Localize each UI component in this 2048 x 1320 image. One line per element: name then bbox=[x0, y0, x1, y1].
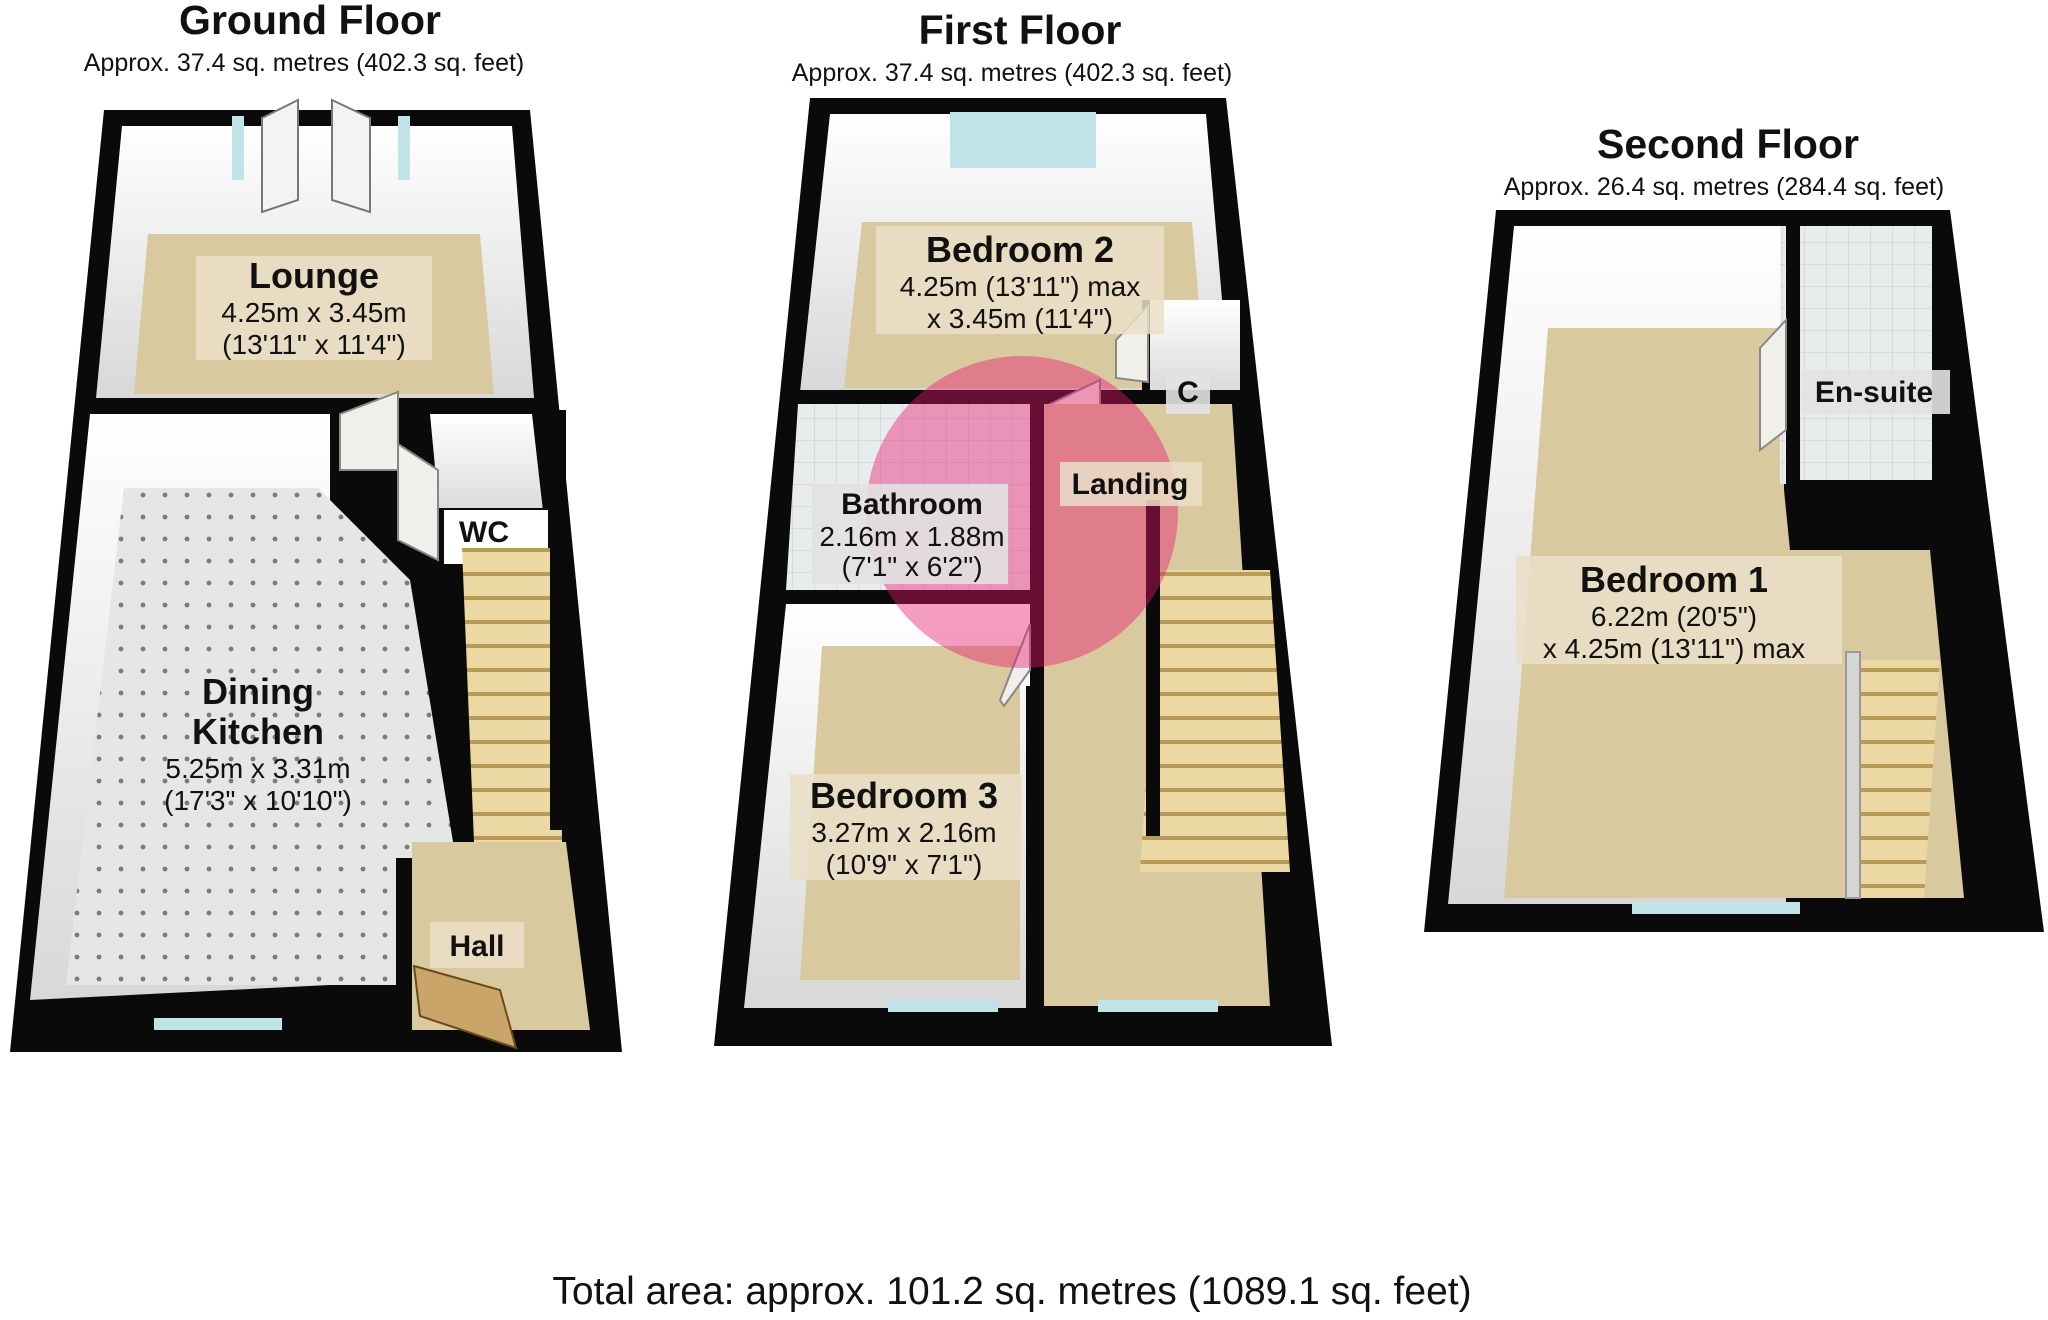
bathroom-dim-metric: 2.16m x 1.88m bbox=[819, 521, 1004, 552]
total-area: Total area: approx. 101.2 sq. metres (10… bbox=[552, 1270, 1471, 1313]
watermark-logo bbox=[866, 356, 1178, 668]
bedroom1-label-bg bbox=[1516, 556, 1842, 664]
dining-dim-imperial: (17'3" x 10'10") bbox=[164, 785, 352, 816]
second-floor-area: Approx. 26.4 sq. metres (284.4 sq. feet) bbox=[1504, 173, 1945, 201]
bedroom3-wall bbox=[1026, 686, 1040, 1046]
patio-door-right bbox=[331, 98, 371, 214]
bedroom1-name: Bedroom 1 bbox=[1580, 559, 1768, 600]
landing-window bbox=[1098, 1000, 1218, 1012]
first-staircase bbox=[1140, 570, 1290, 872]
first-labels: Bedroom 2 4.25m (13'11") max x 3.45m (11… bbox=[790, 226, 1210, 880]
bathroom-wall bbox=[1030, 390, 1044, 606]
bedroom1-dim2: x 4.25m (13'11") max bbox=[1543, 633, 1805, 664]
ensuite-door bbox=[1759, 317, 1787, 453]
landing-label-bg bbox=[1060, 462, 1202, 506]
ensuite-floor bbox=[1780, 226, 1932, 484]
bedroom1-window bbox=[1632, 902, 1800, 914]
dining-dim-metric: 5.25m x 3.31m bbox=[165, 753, 350, 784]
ensuite-label-bg bbox=[1802, 370, 1950, 414]
landing-name: Landing bbox=[1072, 468, 1189, 501]
first-floor-title: First Floor bbox=[919, 7, 1122, 53]
lounge-dim-imperial: (13'11" x 11'4") bbox=[222, 329, 406, 360]
wc-door bbox=[397, 442, 439, 562]
ensuite-name: En-suite bbox=[1815, 376, 1933, 409]
ground-floor-title: Ground Floor bbox=[179, 0, 441, 43]
lounge-window-left bbox=[232, 116, 244, 180]
wc-name: WC bbox=[459, 516, 509, 549]
stair-wall bbox=[550, 410, 566, 830]
hall-name: Hall bbox=[449, 930, 504, 963]
hall-wall bbox=[396, 858, 412, 1048]
bathroom-name: Bathroom bbox=[841, 488, 983, 521]
ensuite-side-wall bbox=[1786, 226, 1800, 488]
bedroom2-dim1: 4.25m (13'11") max bbox=[900, 271, 1140, 302]
first-floor: First Floor Approx. 37.4 sq. metres (402… bbox=[714, 7, 1332, 1046]
bedroom3-dim-imperial: (10'9" x 7'1") bbox=[826, 849, 983, 880]
bedroom3-label-bg bbox=[790, 774, 1022, 880]
lounge-name: Lounge bbox=[249, 255, 379, 296]
stair-handrail bbox=[1845, 651, 1861, 899]
cupboard-label-bg bbox=[1166, 370, 1210, 414]
patio-door-left bbox=[261, 98, 299, 214]
dining-name-line1: Dining bbox=[202, 671, 314, 712]
bathroom-label-bg bbox=[812, 484, 1008, 584]
bedroom3-window bbox=[888, 1000, 998, 1012]
wc-walls bbox=[430, 414, 544, 520]
ensuite-wall bbox=[1786, 480, 1952, 494]
second-floor-title: Second Floor bbox=[1597, 121, 1859, 167]
bedroom3-dim-metric: 3.27m x 2.16m bbox=[811, 817, 996, 848]
kitchen-window bbox=[154, 1018, 282, 1030]
bedroom1-dim1: 6.22m (20'5") bbox=[1591, 601, 1757, 632]
dining-kitchen-floor bbox=[66, 488, 456, 985]
bedroom2-label-bg bbox=[876, 226, 1164, 334]
bathroom-lower-wall bbox=[786, 590, 1044, 604]
ground-floor: Ground Floor Approx. 37.4 sq. metres (40… bbox=[10, 0, 622, 1052]
second-floor: Second Floor Approx. 26.4 sq. metres (28… bbox=[1424, 121, 2044, 932]
bedroom2-window bbox=[950, 112, 1096, 168]
first-upper-partition bbox=[794, 390, 1244, 404]
lounge-label-bg bbox=[196, 256, 432, 360]
lounge-dim-metric: 4.25m x 3.45m bbox=[221, 297, 406, 328]
second-staircase bbox=[1860, 660, 1940, 898]
ground-labels: Lounge 4.25m x 3.45m (13'11" x 11'4") Di… bbox=[164, 255, 524, 968]
bedroom3-door bbox=[998, 623, 1031, 708]
hall-label-bg bbox=[430, 922, 524, 968]
bedroom2-name: Bedroom 2 bbox=[926, 229, 1114, 270]
bedroom3-name: Bedroom 3 bbox=[810, 775, 998, 816]
bedroom2-dim2: x 3.45m (11'4") bbox=[927, 303, 1113, 334]
cupboard-name: C bbox=[1177, 376, 1199, 409]
ground-staircase bbox=[462, 548, 562, 842]
front-door bbox=[412, 964, 518, 1050]
landing-stair-wall bbox=[1146, 500, 1160, 836]
lounge-partition bbox=[88, 398, 546, 414]
second-labels: En-suite Bedroom 1 6.22m (20'5") x 4.25m… bbox=[1516, 370, 1950, 664]
ground-floor-area: Approx. 37.4 sq. metres (402.3 sq. feet) bbox=[84, 49, 525, 77]
bathroom-dim-imperial: (7'1" x 6'2") bbox=[841, 551, 982, 582]
first-floor-area: Approx. 37.4 sq. metres (402.3 sq. feet) bbox=[792, 59, 1233, 87]
lounge-window-right bbox=[398, 116, 410, 180]
dining-name-line2: Kitchen bbox=[192, 711, 324, 752]
